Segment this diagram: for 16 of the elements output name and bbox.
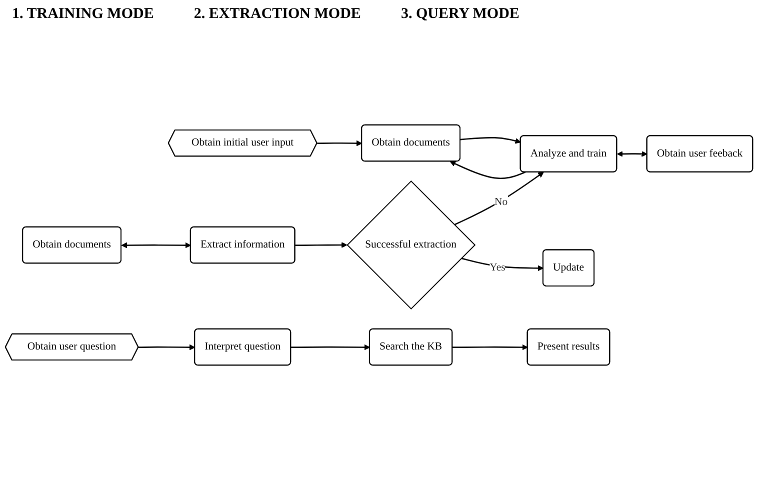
arrow — [290, 344, 370, 350]
arrow — [616, 151, 648, 157]
arrow — [454, 172, 544, 226]
arrow — [317, 140, 362, 146]
arrow — [452, 344, 528, 350]
arrow — [460, 137, 521, 144]
edge-label: Yes — [490, 262, 506, 274]
arrow — [138, 344, 196, 350]
node-diamond: Successful extraction — [346, 180, 476, 310]
section-heading: 1. TRAINING MODE — [12, 6, 154, 23]
arrow — [450, 160, 526, 180]
arrow — [121, 242, 192, 248]
edge-label: No — [494, 196, 508, 208]
section-heading: 2. EXTRACTION MODE — [194, 6, 361, 23]
section-heading: 3. QUERY MODE — [400, 6, 520, 23]
arrow — [295, 242, 348, 248]
